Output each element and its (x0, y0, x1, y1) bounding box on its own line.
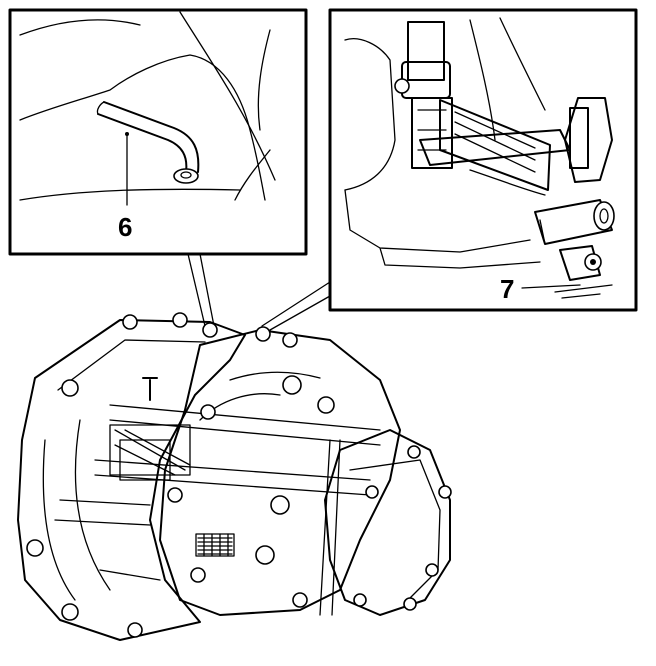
detail-frame-left (8, 8, 308, 256)
leader-line-7 (521, 284, 581, 289)
bell-housing (17, 319, 246, 641)
detail-box-shift-mechanism: 7 (328, 8, 638, 312)
main-case (159, 329, 401, 616)
detail-frame-right (328, 8, 638, 312)
case-grille (195, 533, 235, 557)
end-cover (324, 429, 451, 616)
gearbox-assembly (17, 312, 452, 641)
callout-label-7: 7 (500, 274, 514, 304)
breather-fitting (142, 377, 158, 401)
shift-linkage-housing (534, 97, 615, 245)
connector-right (261, 281, 331, 331)
connector-left (187, 253, 215, 327)
shift-lever-arm (419, 99, 571, 196)
callout-label-6: 6 (118, 212, 132, 242)
retaining-bolt (554, 245, 613, 299)
breather-pipe (96, 101, 200, 184)
bell-housing-bolts (26, 312, 218, 638)
case-bolts (167, 326, 452, 611)
breather-nut (173, 168, 199, 184)
detail-box-breather: 6 (8, 8, 308, 256)
